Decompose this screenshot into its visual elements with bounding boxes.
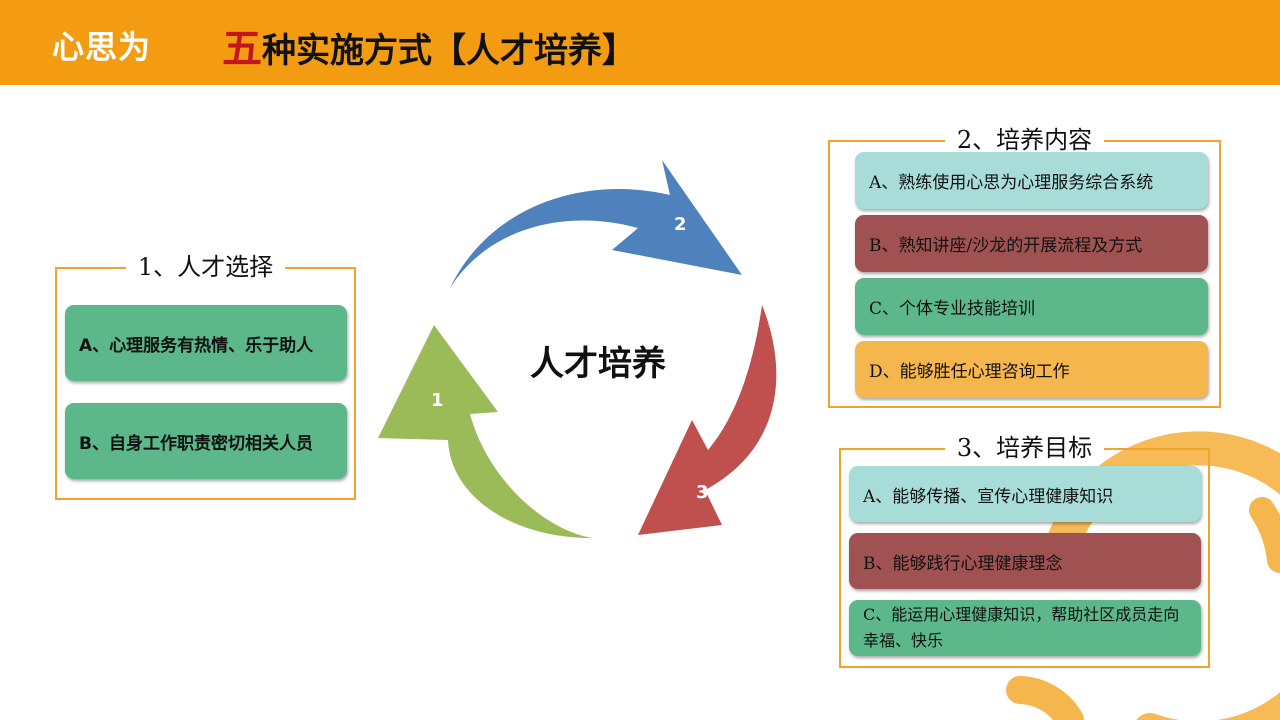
cycle-arrow-green: [378, 325, 592, 538]
cycle-diagram: [378, 160, 777, 538]
list-item: B、熟知讲座/沙龙的开展流程及方式: [855, 215, 1208, 272]
brand-logo: 心思为: [52, 28, 152, 66]
list-item: C、个体专业技能培训: [855, 278, 1208, 335]
title-first-char: 五: [222, 26, 262, 72]
panel-title: 3、培养目标: [944, 434, 1105, 462]
panel-training-content: 2、培养内容 A、熟练使用心思为心理服务综合系统 B、熟知讲座/沙龙的开展流程及…: [828, 126, 1221, 408]
panel-title: 2、培养内容: [944, 126, 1105, 154]
page-title: 五种实施方式【人才培养】: [222, 16, 636, 74]
list-item: A、心理服务有热情、乐于助人: [65, 305, 347, 381]
cycle-arrow-blue: [450, 160, 742, 288]
list-item: B、自身工作职责密切相关人员: [65, 403, 347, 479]
list-item: A、熟练使用心思为心理服务综合系统: [855, 152, 1208, 209]
list-item: D、能够胜任心理咨询工作: [855, 341, 1208, 398]
cycle-center-label: 人才培养: [530, 344, 666, 384]
cycle-number-2: 2: [674, 214, 687, 235]
cycle-arrow-red: [638, 305, 777, 535]
cycle-number-1: 1: [431, 390, 444, 411]
header-bar: 心思为 五种实施方式【人才培养】: [0, 0, 1280, 85]
title-rest: 种实施方式【人才培养】: [262, 31, 636, 71]
panel-title: 1、人才选择: [125, 253, 286, 281]
cycle-number-3: 3: [696, 482, 709, 503]
list-item: C、能运用心理健康知识，帮助社区成员走向幸福、快乐: [849, 600, 1201, 656]
list-item: A、能够传播、宣传心理健康知识: [849, 466, 1201, 522]
list-item: B、能够践行心理健康理念: [849, 533, 1201, 589]
panel-talent-selection: 1、人才选择 A、心理服务有热情、乐于助人 B、自身工作职责密切相关人员: [55, 253, 356, 500]
panel-training-goals: 3、培养目标 A、能够传播、宣传心理健康知识 B、能够践行心理健康理念 C、能运…: [839, 434, 1210, 668]
